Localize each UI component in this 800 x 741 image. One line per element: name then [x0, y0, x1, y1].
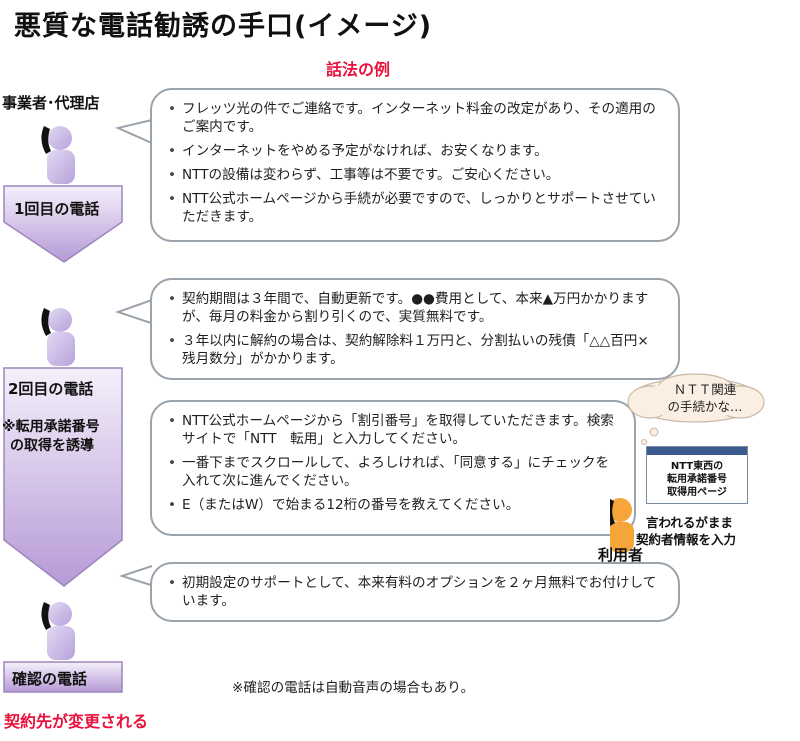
user-illustration: [610, 373, 765, 552]
bubble-3-item-1: NTT公式ホームページから「割引番号」を取得していただきます。検索サイトで「NT…: [166, 412, 618, 448]
caller-figure-1: [41, 126, 75, 184]
speech-bubble-4: 初期設定のサポートとして、本来有料のオプションを２ヶ月無料でお付けしています。: [150, 562, 680, 622]
ntt-page-card: NTT東西の 転用承諾番号 取得用ページ: [646, 446, 748, 504]
flow-arrow-2: [3, 367, 123, 587]
thought-line-2: の手続かな…: [667, 399, 743, 414]
card-header-bar: [647, 447, 747, 455]
caller-figure-2: [41, 308, 75, 366]
thought-line-1: ＮＴＴ関連: [673, 382, 737, 397]
subtitle: 話法の例: [326, 60, 391, 79]
flow-box-confirm: [3, 661, 123, 693]
bubble-2-item-2: ３年以内に解約の場合は、契約解除料１万円と、分割払いの残債「△△百円×残月数分」…: [166, 332, 660, 368]
bubble-1-item-3: NTTの設備は変わらず、工事等は不要です。ご安心ください。: [166, 166, 660, 184]
call2-label: 2回目の電話: [8, 380, 94, 398]
flow-diagram: [3, 126, 123, 693]
card-line-3: 取得用ページ: [667, 487, 727, 498]
bubble-2-item-1: 契約期間は３年間で、自動更新です。●●費用として、本来▲万円かかりますが、毎月の…: [166, 290, 660, 326]
user-caption-line-1: 言われるがまま: [646, 515, 733, 530]
confirm-note: ※確認の電話は自動音声の場合もあり。: [232, 680, 475, 696]
bubble-3-item-3: E（またはW）で始まる12桁の番号を教えてください。: [166, 496, 618, 514]
card-line-2: 転用承諾番号: [667, 474, 727, 485]
user-caption-line-2: 契約者情報を入力: [636, 532, 737, 547]
bubble-1-item-2: インターネットをやめる予定がなければ、お安くなります。: [166, 142, 660, 160]
bubble-3-item-2: 一番下までスクロールして、よろしければ、「同意する」にチェックを入れて次に進んで…: [166, 454, 618, 490]
speech-bubble-2: 契約期間は３年間で、自動更新です。●●費用として、本来▲万円かかりますが、毎月の…: [150, 278, 680, 380]
result-text: 契約先が変更される: [4, 712, 149, 731]
speech-bubble-3: NTT公式ホームページから「割引番号」を取得していただきます。検索サイトで「NT…: [150, 400, 636, 536]
call2-note-line1: ※転用承諾番号: [2, 419, 100, 435]
caller-figure-3: [41, 602, 75, 660]
call2-note-line2: の取得を誘導: [10, 438, 94, 454]
card-line-1: NTT東西の: [670, 461, 724, 472]
confirm-label: 確認の電話: [12, 670, 88, 688]
call1-label: 1回目の電話: [14, 200, 100, 218]
user-figure: [610, 498, 634, 552]
user-label: 利用者: [598, 546, 644, 564]
speech-bubble-1: フレッツ光の件でご連絡です。インターネット料金の改定があり、その適用のご案内です…: [150, 88, 680, 242]
bubble-1-item-1: フレッツ光の件でご連絡です。インターネット料金の改定があり、その適用のご案内です…: [166, 100, 660, 136]
page-title: 悪質な電話勧誘の手口(イメージ): [14, 11, 433, 42]
flow-arrow-1: [3, 185, 123, 263]
card-text: NTT東西の 転用承諾番号 取得用ページ: [647, 460, 747, 499]
actor-label: 事業者･代理店: [2, 94, 100, 112]
bubble-1-item-4: NTT公式ホームページから手続が必要ですので、しっかりとサポートさせていただきま…: [166, 190, 660, 226]
bubble-4-item-1: 初期設定のサポートとして、本来有料のオプションを２ヶ月無料でお付けしています。: [166, 574, 660, 610]
user-caption: 言われるがまま 契約者情報を入力: [636, 514, 736, 548]
